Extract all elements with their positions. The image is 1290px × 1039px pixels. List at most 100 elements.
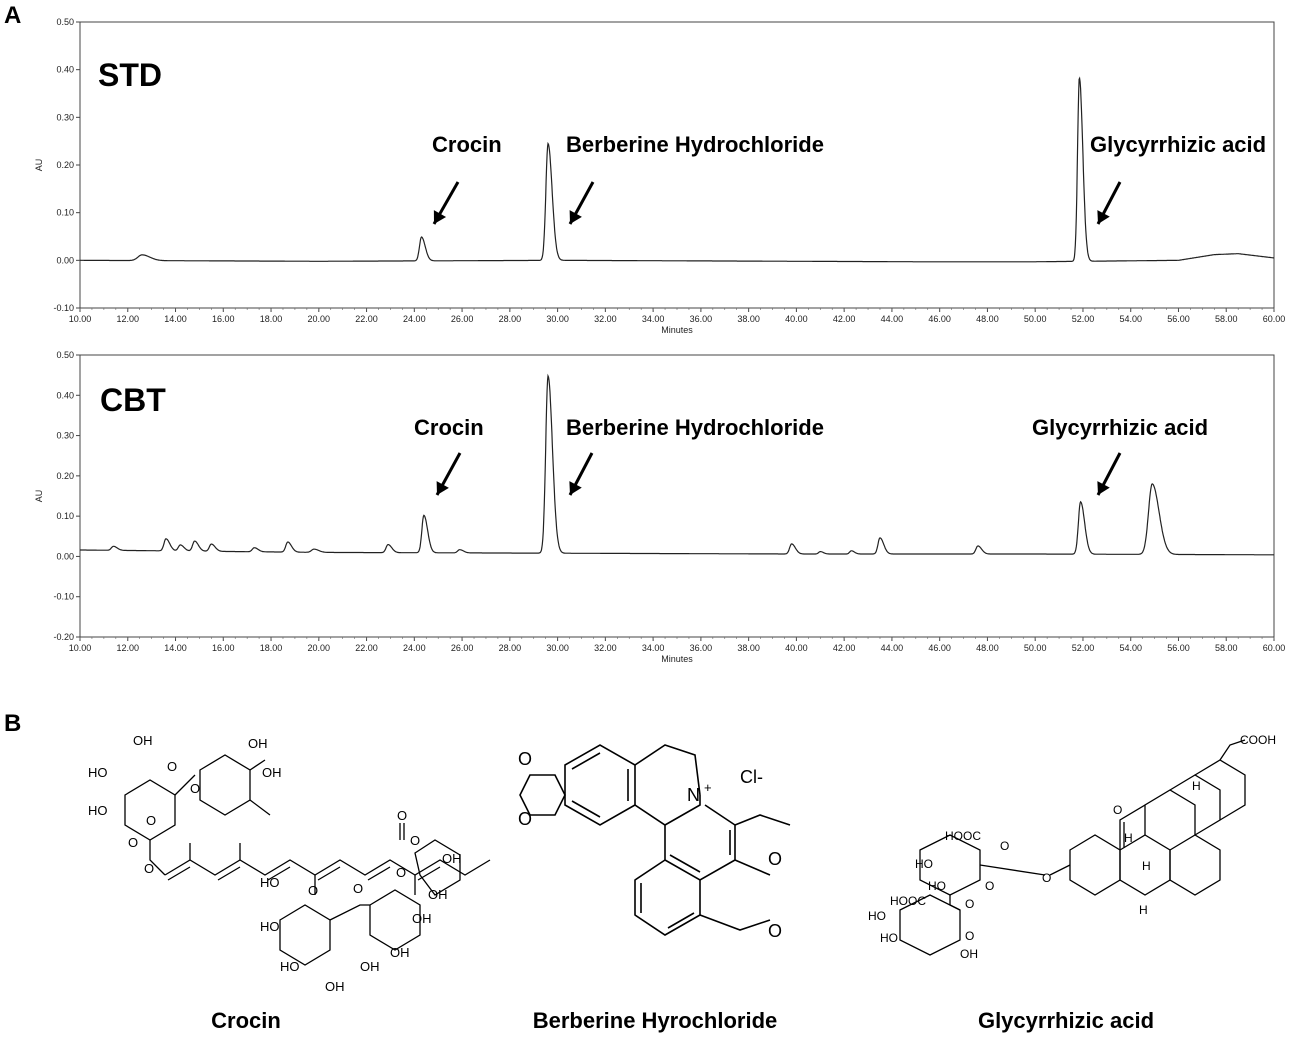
x-tick-label: 42.00 <box>833 643 856 653</box>
crocin-atom: O <box>308 883 318 898</box>
x-tick-label: 18.00 <box>260 314 283 324</box>
crocin-atom: OH <box>390 945 410 960</box>
x-tick-label: 30.00 <box>546 643 569 653</box>
peak-annotation: Berberine Hydrochloride <box>566 132 824 157</box>
x-tick-label: 56.00 <box>1167 643 1190 653</box>
x-tick-label: 32.00 <box>594 314 617 324</box>
berberine-atom: Cl- <box>740 767 763 787</box>
plot-frame <box>79 354 1275 638</box>
crocin-atom: O <box>144 861 154 876</box>
x-tick-label: 10.00 <box>69 314 92 324</box>
x-tick-label: 26.00 <box>451 314 474 324</box>
peak-annotation: Crocin <box>432 132 502 157</box>
berberine-atom: O <box>768 849 782 869</box>
x-tick-label: 28.00 <box>499 643 522 653</box>
structure-label-berberine: Berberine Hyrochloride <box>532 1008 778 1033</box>
crocin-atom: OH <box>412 911 432 926</box>
x-tick-label: 12.00 <box>116 314 139 324</box>
crocin-atom: OH <box>442 851 462 866</box>
glycyrrhizic-atom: HO <box>868 909 886 923</box>
crocin-atom: OH <box>262 765 282 780</box>
x-tick-label: 30.00 <box>546 314 569 324</box>
y-tick-label: 0.20 <box>56 471 74 481</box>
glycyrrhizic-atom: HO <box>928 879 946 893</box>
crocin-atom: OH <box>133 735 153 748</box>
y-tick-label: 0.10 <box>56 208 74 218</box>
glycyrrhizic-atom: OH <box>960 947 978 961</box>
x-tick-label: 14.00 <box>164 314 187 324</box>
structure-label-crocin: Crocin <box>211 1008 281 1033</box>
plot-frame <box>79 21 1275 309</box>
crocin-atom: HO <box>260 875 280 890</box>
y-tick-label: 0.30 <box>56 431 74 441</box>
glycyrrhizic-atom: O <box>1042 871 1051 885</box>
berberine-structure: Cl- N + O O O O <box>518 744 791 941</box>
crocin-atom: O <box>146 813 156 828</box>
berberine-atom: O <box>518 809 532 829</box>
y-axis-label: AU <box>34 490 44 503</box>
crocin-atom: HO <box>280 959 300 974</box>
x-tick-label: 48.00 <box>976 314 999 324</box>
crocin-atom: HO <box>260 919 280 934</box>
x-tick-label: 28.00 <box>499 314 522 324</box>
y-tick-label: -0.10 <box>53 303 74 313</box>
x-tick-label: 52.00 <box>1072 643 1095 653</box>
x-tick-label: 54.00 <box>1119 643 1142 653</box>
x-tick-label: 46.00 <box>928 643 951 653</box>
x-tick-label: 40.00 <box>785 314 808 324</box>
glycyrrhizic-atom: HOOC <box>945 829 981 843</box>
glycyrrhizic-atom: H <box>1142 859 1151 873</box>
glycyrrhizic-atom: HO <box>915 857 933 871</box>
annotation-arrowhead <box>1097 210 1110 224</box>
berberine-atom: N <box>687 785 700 805</box>
x-tick-label: 34.00 <box>642 643 665 653</box>
glycyrrhizic-atom: H <box>1139 903 1148 917</box>
peak-annotation: Crocin <box>414 415 484 440</box>
crocin-atom: O <box>396 865 406 880</box>
glycyrrhizic-atom: O <box>1113 803 1122 817</box>
glycyrrhizic-atom: COOH <box>1240 733 1276 747</box>
x-tick-label: 50.00 <box>1024 314 1047 324</box>
berberine-atom: O <box>518 749 532 769</box>
x-tick-label: 24.00 <box>403 314 426 324</box>
x-tick-label: 34.00 <box>642 314 665 324</box>
x-tick-label: 32.00 <box>594 643 617 653</box>
glycyrrhizic-atom: O <box>985 879 994 893</box>
x-tick-label: 22.00 <box>355 314 378 324</box>
x-tick-label: 42.00 <box>833 314 856 324</box>
y-tick-label: 0.10 <box>56 511 74 521</box>
x-tick-label: 50.00 <box>1024 643 1047 653</box>
x-tick-label: 20.00 <box>308 314 331 324</box>
y-tick-label: 0.20 <box>56 160 74 170</box>
x-tick-label: 58.00 <box>1215 643 1238 653</box>
panel-a-label: A <box>4 2 22 29</box>
x-axis-label: Minutes <box>661 325 693 335</box>
y-tick-label: 0.00 <box>56 255 74 265</box>
crocin-atom: HO <box>88 803 108 818</box>
x-tick-label: 12.00 <box>116 643 139 653</box>
chromatogram-trace <box>80 373 1274 556</box>
x-tick-label: 60.00 <box>1263 314 1286 324</box>
glycyrrhizic-atom: O <box>1000 839 1009 853</box>
crocin-atom: O <box>190 781 200 796</box>
y-tick-label: 0.50 <box>56 350 74 360</box>
panel-b-label: B <box>4 710 22 737</box>
x-tick-label: 22.00 <box>355 643 378 653</box>
x-tick-label: 36.00 <box>690 643 713 653</box>
berberine-atom: O <box>768 921 782 941</box>
crocin-atom: O <box>353 881 363 896</box>
x-tick-label: 14.00 <box>164 643 187 653</box>
glycyrrhizic-atom: H <box>1192 779 1201 793</box>
annotation-arrowhead <box>569 210 582 224</box>
crocin-atom: HO <box>88 765 108 780</box>
y-axis-label: AU <box>34 159 44 172</box>
x-tick-label: 54.00 <box>1119 314 1142 324</box>
crocin-atom: O <box>167 759 177 774</box>
crocin-atom: OH <box>428 887 448 902</box>
y-tick-label: -0.10 <box>53 592 74 602</box>
glycyrrhizic-atom: O <box>965 929 974 943</box>
panel-name-label: CBT <box>100 382 166 418</box>
crocin-atom: OH <box>325 979 345 994</box>
peak-annotation: Glycyrrhizic acid <box>1032 415 1208 440</box>
